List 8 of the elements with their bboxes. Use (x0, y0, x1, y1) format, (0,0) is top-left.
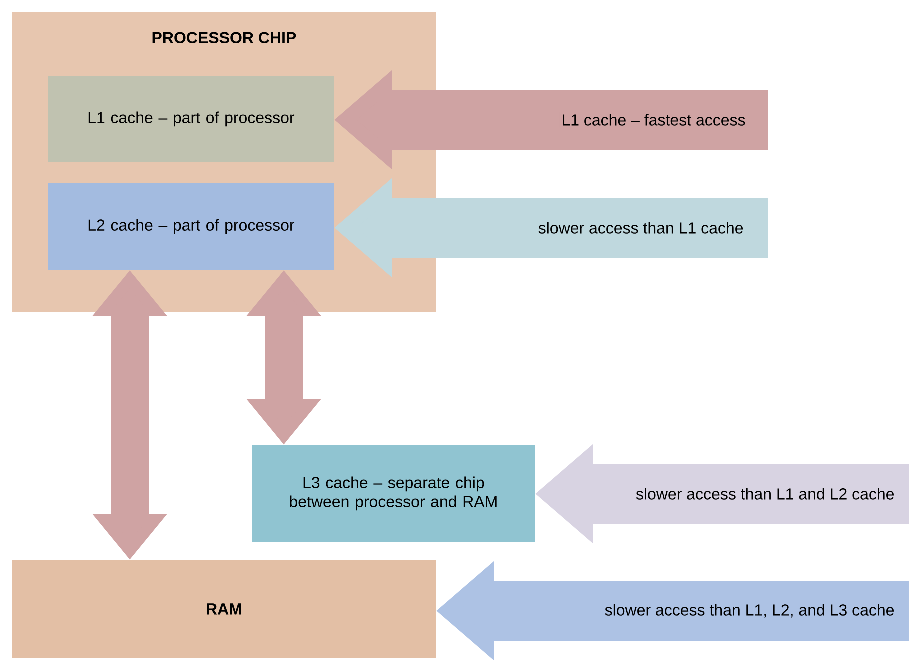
cache-box: L2 cache – part of processor (48, 183, 334, 270)
edge-label: slower access than L1 and L2 cache (634, 486, 897, 502)
edge-label: slower access than L1, L2, and L3 cache (602, 602, 897, 620)
cache-box: L1 cache – part of processor (48, 76, 334, 162)
edge-label: L1 cache – fastest access (560, 112, 748, 128)
ram-box: RAM (12, 560, 436, 658)
edge-label: slower access than L1 cache (536, 220, 746, 236)
cache-box: L3 cache – separate chip between processor and RAM (252, 445, 536, 542)
